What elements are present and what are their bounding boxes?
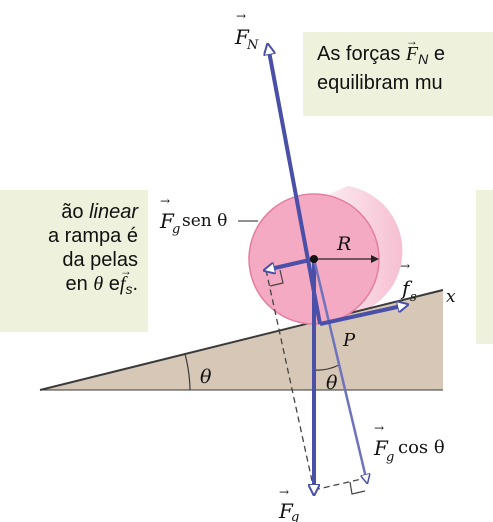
svg-text:→: → — [400, 259, 410, 273]
ramp-top-edge — [39, 289, 444, 391]
callout-left-line3: da pelas — [62, 249, 138, 271]
gravity-cos-vector — [312, 258, 367, 482]
label-gravity-sin: → F g sen θ — [159, 194, 227, 237]
svg-text:F: F — [159, 209, 175, 233]
label-contact-point: P — [342, 330, 356, 351]
svg-text:N: N — [246, 38, 259, 53]
svg-text:cos θ: cos θ — [398, 437, 445, 458]
callout-top-line1: As forças →FN e — [317, 34, 493, 71]
svg-text:F: F — [373, 436, 389, 460]
callout-left-line2: a rampa é — [47, 225, 138, 247]
gravity-sin-vector — [266, 257, 315, 270]
label-axis-x: x — [446, 287, 456, 307]
callout-left-line4: en θ e→fs. — [0, 264, 148, 301]
label-incline-angle: θ — [200, 366, 212, 388]
label-gravity-angle: θ — [326, 372, 338, 394]
svg-text:s: s — [410, 290, 417, 305]
ball-center — [310, 255, 318, 263]
svg-text:→: → — [160, 194, 170, 208]
svg-text:→: → — [374, 421, 384, 435]
label-gravity-cos: → F g cos θ — [373, 421, 445, 465]
svg-text:F: F — [278, 499, 294, 522]
dashed-line-left — [265, 269, 315, 491]
callout-left-line1: ão linear — [61, 201, 138, 223]
svg-text:F: F — [234, 25, 250, 49]
svg-text:g: g — [386, 450, 394, 465]
callout-left-theta: θ — [93, 273, 104, 295]
callout-top: As forças →FN e equilibram mu — [303, 32, 493, 116]
callout-left-italic: linear — [89, 201, 138, 223]
callout-top-vector-sub: N — [418, 51, 429, 67]
dashed-line-bottom — [313, 477, 367, 491]
label-gravity: → F g — [278, 485, 299, 522]
svg-text:→: → — [279, 485, 289, 499]
label-friction: → f s — [400, 259, 417, 305]
callout-top-vector: →F — [406, 34, 418, 66]
callout-top-suffix: e — [428, 43, 445, 65]
normal-force-vector — [268, 46, 322, 325]
vector-arrow-icon: → — [405, 34, 418, 48]
callout-left-vector: →f — [120, 264, 132, 296]
right-angle-marker-bottom — [349, 481, 366, 495]
label-radius: R — [336, 233, 351, 255]
svg-text:→: → — [236, 9, 246, 23]
callout-top-line2: equilibram mu — [317, 72, 443, 94]
friction-vector — [319, 305, 406, 326]
svg-text:g: g — [172, 222, 180, 237]
callout-right — [476, 190, 493, 344]
svg-text:g: g — [291, 510, 299, 522]
vector-arrow-icon: → — [119, 264, 132, 278]
right-angle-marker-top — [269, 269, 284, 287]
label-normal-force: → F N — [234, 9, 259, 53]
svg-text:sen θ: sen θ — [182, 211, 227, 231]
callout-left-vector-sub: s — [125, 281, 133, 297]
callout-left: ão linear a rampa é da pelas en θ e→fs. — [0, 190, 148, 332]
callout-top-prefix: As forças — [317, 43, 406, 65]
incline-angle-arc — [184, 353, 191, 391]
